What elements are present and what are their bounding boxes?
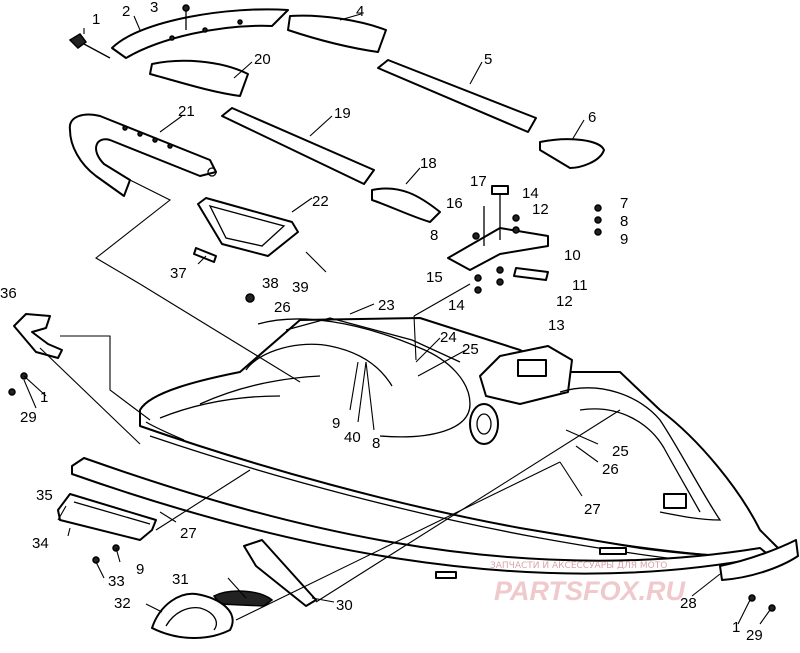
callout: 8 [372,435,380,452]
watermark-brand: PARTSFOX.RU [494,576,687,606]
callout: 1 [732,619,740,636]
callout: 19 [334,105,351,122]
callout: 11 [572,277,588,294]
cover-36 [13,313,63,359]
callout: 1 [40,389,48,406]
callout: 13 [548,317,565,334]
callout: 31 [172,571,189,588]
callout: 40 [344,429,361,446]
leader-lines [23,13,771,625]
callout: 9 [136,561,144,578]
callout: 24 [440,329,457,346]
callout: 5 [484,51,492,68]
callout: 23 [378,297,395,314]
callout: 12 [556,293,573,310]
callout: 26 [274,299,291,316]
callout: 16 [446,195,463,212]
callout: 14 [448,297,465,314]
callout: 35 [36,487,53,504]
callout: 26 [602,461,619,478]
seat-pad-20 [149,59,249,97]
callout: 32 [114,595,131,612]
fastener-1-right [748,594,756,602]
callout: 17 [470,173,487,190]
cover-32 [151,592,234,639]
intake-31 [212,590,274,607]
callout: 33 [108,573,125,590]
hull [139,317,781,579]
pad-6 [539,138,605,169]
callout: 29 [746,627,763,644]
mat-5 [377,59,537,133]
screw-38 [245,293,255,303]
callout: 25 [612,443,629,460]
seat-pad-18 [371,187,441,223]
callout: 8 [430,227,438,244]
rub-rail-28 [719,539,799,581]
callout: 29 [20,409,37,426]
callout: 34 [32,535,49,552]
storage-tray-22 [197,197,299,257]
fastener-1-top [68,33,111,59]
callout: 25 [462,341,479,358]
grab-handle-21 [68,113,217,197]
step-34 [57,493,157,541]
rub-rail-35 [71,457,771,575]
callout: 8 [620,213,628,230]
callout: 20 [254,51,271,68]
mat-19 [221,107,375,185]
callout: 6 [588,109,596,126]
callout: 37 [170,265,187,282]
callout-labels: 1 2 3 4 5 6 20 21 19 18 17 14 12 16 7 8 … [0,0,763,644]
callout: 3 [150,0,158,16]
callout: 38 [262,275,279,292]
callout: 15 [426,269,443,286]
callout: 21 [178,103,195,120]
callout: 1 [92,11,100,28]
callout: 4 [356,3,364,20]
bracket-assembly [447,185,602,294]
callout: 36 [0,285,17,302]
screw-3 [182,4,190,30]
callout: 39 [292,279,309,296]
callout: 7 [620,195,628,212]
callout: 2 [122,3,130,20]
callout: 30 [336,597,353,614]
callout: 22 [312,193,329,210]
fastener-29-right [768,604,776,612]
callout: 28 [680,595,697,612]
callout: 14 [522,185,539,202]
seat-cushion-2 [111,8,289,59]
callout: 27 [584,501,601,518]
callout: 9 [620,231,628,248]
seat-pad-4 [287,14,387,53]
clip-37 [193,247,217,263]
callout: 12 [532,201,549,218]
callout: 9 [332,415,340,432]
callout: 27 [180,525,197,542]
callout: 18 [420,155,437,172]
watermark-caption: ЗАПЧАСТИ И АКСЕССУАРЫ ДЛЯ МОТО [490,561,667,571]
callout: 10 [564,247,581,264]
